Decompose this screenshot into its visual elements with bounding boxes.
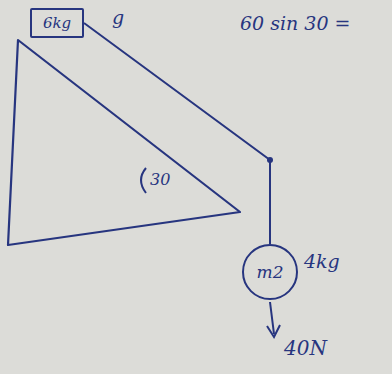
node-text: 6kg	[43, 14, 71, 32]
force-label: 40N	[284, 336, 327, 360]
mass-block: 6kg	[30, 8, 84, 38]
string-line	[84, 23, 270, 244]
hanging-mass-circle: m2	[242, 244, 298, 300]
equation-note: 60 sin 30 =	[240, 12, 350, 34]
node-text: m2	[257, 262, 284, 282]
mass-label: 4kg	[304, 250, 340, 272]
gravity-label: g	[112, 6, 124, 28]
angle-label: 30	[150, 170, 170, 189]
